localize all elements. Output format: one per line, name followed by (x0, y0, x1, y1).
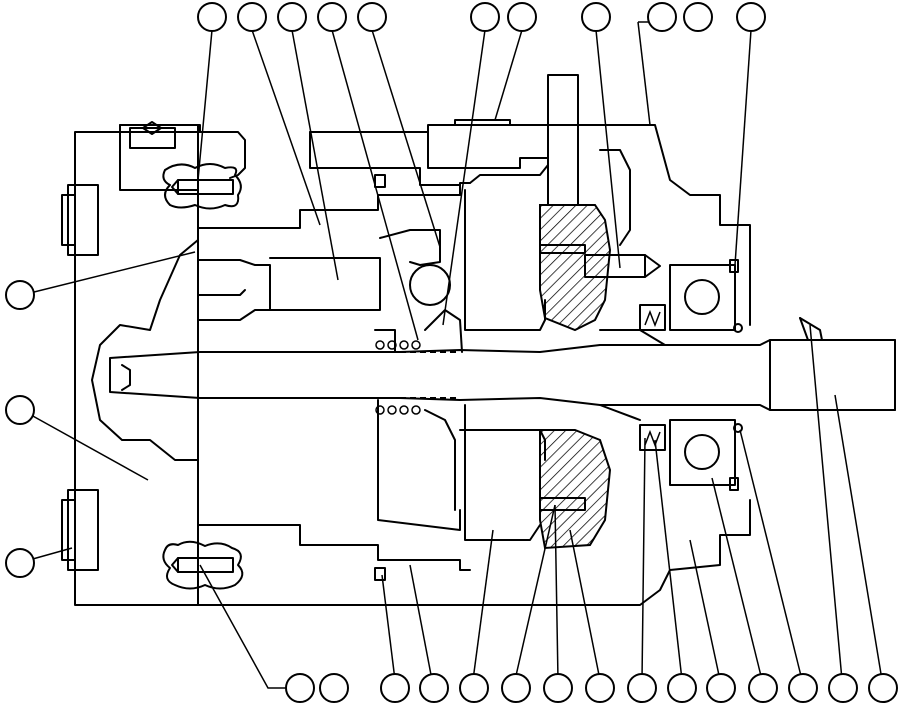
lower-bolt (162, 540, 244, 590)
callout-circle (459, 673, 489, 703)
callout-circle (5, 548, 35, 578)
callout-circle (470, 2, 500, 32)
callout-circle (828, 673, 858, 703)
callout-circle (357, 2, 387, 32)
callout-circle (419, 673, 449, 703)
lower-internals (374, 174, 743, 581)
callout-circle (507, 2, 537, 32)
callout-circle (683, 2, 713, 32)
upper-internals (374, 74, 743, 353)
callout-circle (667, 673, 697, 703)
callout-circle (319, 673, 349, 703)
callouts-left (5, 280, 35, 578)
leader-lines (21, 21, 883, 689)
callout-circle (380, 673, 410, 703)
callout-circle (5, 395, 35, 425)
valve-spool (197, 229, 451, 321)
callout-circle (5, 280, 35, 310)
callout-circle (647, 2, 677, 32)
callout-circle (501, 673, 531, 703)
main-housing (197, 119, 751, 606)
callouts-top (197, 2, 766, 32)
callout-circle (585, 673, 615, 703)
callout-circle (627, 673, 657, 703)
callout-circle (317, 2, 347, 32)
end-cover (61, 124, 201, 606)
callout-circle (706, 673, 736, 703)
callout-circle (197, 2, 227, 32)
callout-circle (581, 2, 611, 32)
callout-circle (277, 2, 307, 32)
callout-circle (788, 673, 818, 703)
callout-circle (748, 673, 778, 703)
callout-circle (868, 673, 898, 703)
callout-circle (285, 673, 315, 703)
callout-circle (736, 2, 766, 32)
callouts-bottom (285, 673, 898, 703)
upper-bolt (162, 163, 242, 210)
main-shaft (109, 317, 896, 411)
callout-circle (543, 673, 573, 703)
plug-bolt (119, 121, 199, 191)
callout-circle (237, 2, 267, 32)
